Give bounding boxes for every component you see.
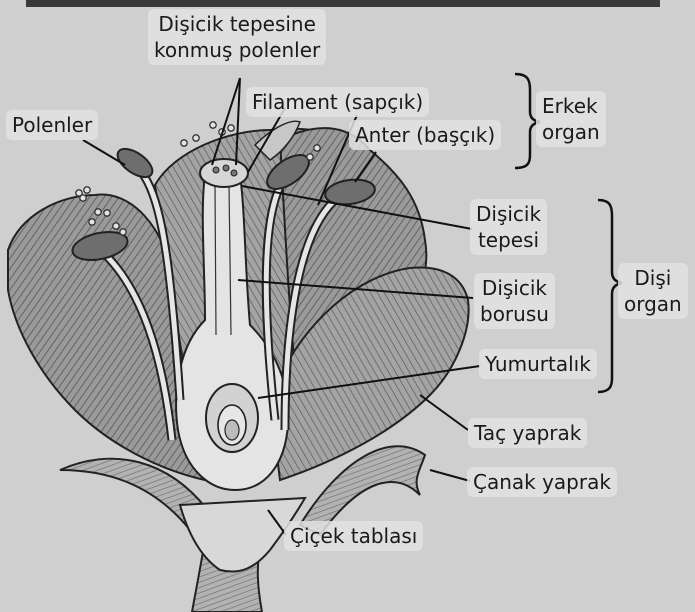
filament-right-fill (282, 193, 342, 431)
top-border-bar (26, 0, 660, 7)
anther-upper-left (116, 147, 154, 179)
anther-right (324, 178, 376, 206)
label-sepal: Çanak yaprak (467, 467, 617, 497)
label-anther: Anter (başçık) (349, 120, 502, 150)
label-filament: Filament (sapçık) (246, 87, 430, 117)
stigma-pollen (212, 166, 220, 174)
label-receptacle: Çiçek tablası (284, 521, 424, 551)
label-pollens: Polenler (6, 110, 99, 140)
filament-left-fill (96, 246, 175, 441)
ovule-core (224, 419, 240, 441)
floating-pollen (75, 121, 321, 236)
filament-upper-left-fill (138, 168, 183, 401)
label-male-organ: Erkek organ (536, 91, 606, 147)
style-inner-left (214, 184, 217, 336)
stigma-pollen (230, 169, 238, 177)
label-pollen-on-stigma: Dişicik tepesine konmuş polenler (148, 9, 327, 65)
stigma (199, 158, 249, 188)
leader-lines (82, 77, 481, 536)
label-ovary: Yumurtalık (479, 349, 597, 379)
label-stigma: Dişicik tepesi (470, 199, 548, 255)
sepal-right (298, 445, 427, 537)
pistil (175, 174, 290, 492)
stigma-pollen (222, 164, 230, 172)
label-female-organ: Dişi organ (618, 263, 688, 319)
anther-left (71, 231, 129, 261)
label-style: Dişicik borusu (474, 273, 555, 329)
petal-right-lower (268, 266, 470, 482)
sepal-left (59, 457, 217, 532)
style-inner-right (228, 184, 232, 336)
label-petal: Taç yaprak (468, 418, 588, 448)
